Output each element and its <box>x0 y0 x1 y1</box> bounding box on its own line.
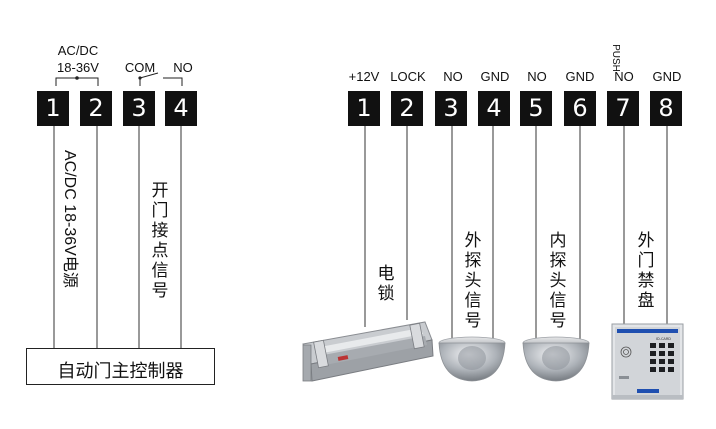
lock-text: 电 锁 <box>376 264 396 304</box>
access-char-4: 盘 <box>637 291 655 310</box>
right-terminal-2: 2 <box>391 91 423 126</box>
right-label-3: NO <box>443 69 463 84</box>
inner-sensor-device <box>522 336 590 382</box>
outer-sensor-text: 外 探 头 信 号 <box>463 231 483 331</box>
outer-sensor-char-2: 探 <box>464 251 482 270</box>
left-terminal-4: 4 <box>165 91 197 126</box>
outer-sensor-device <box>438 336 506 382</box>
controller-label: 自动门主控制器 <box>57 361 184 381</box>
right-terminal-4: 4 <box>478 91 510 126</box>
right-terminal-1: 1 <box>348 91 380 126</box>
access-char-2: 门 <box>637 251 655 270</box>
door-signal-char-6: 号 <box>151 281 169 300</box>
inner-sensor-char-5: 号 <box>549 311 567 330</box>
inner-sensor-char-2: 探 <box>549 251 567 270</box>
inner-sensor-char-3: 头 <box>549 271 567 290</box>
right-label-8: GND <box>652 69 682 84</box>
right-label-5: NO <box>527 69 547 84</box>
right-label-2: LOCK <box>390 69 426 84</box>
right-terminal-8: 8 <box>650 91 682 126</box>
outer-sensor-char-4: 信 <box>464 291 482 310</box>
access-char-1: 外 <box>637 231 655 250</box>
access-char-3: 禁 <box>637 271 655 290</box>
door-signal-char-4: 点 <box>151 241 169 260</box>
door-signal-char-3: 接 <box>151 221 169 240</box>
right-label-4: GND <box>480 69 510 84</box>
inner-sensor-char-4: 信 <box>549 291 567 310</box>
left-terminal-1: 1 <box>37 91 69 126</box>
left-terminal-3: 3 <box>123 91 155 126</box>
outer-sensor-char-1: 外 <box>464 231 482 250</box>
right-label-6: GND <box>565 69 595 84</box>
com-label: COM <box>124 60 156 75</box>
right-terminal-5: 5 <box>520 91 552 126</box>
access-control-text: 外 门 禁 盘 <box>636 231 656 311</box>
door-signal-char-2: 门 <box>151 201 169 220</box>
access-control-keypad-device: ID-CARD <box>611 323 684 400</box>
power-label-line2: 18-36V <box>57 60 99 75</box>
door-signal-char-1: 开 <box>151 181 169 200</box>
inner-sensor-text: 内 探 头 信 号 <box>548 231 568 331</box>
no-label: NO <box>173 60 193 75</box>
power-label-line1: AC/DC <box>57 43 99 58</box>
power-supply-text: AC/DC 18-36V电源 <box>61 150 78 288</box>
svg-text:ID-CARD: ID-CARD <box>656 337 671 341</box>
outer-sensor-char-3: 头 <box>464 271 482 290</box>
right-label-7: NO <box>614 69 634 84</box>
outer-sensor-char-5: 号 <box>464 311 482 330</box>
inner-sensor-char-1: 内 <box>549 231 567 250</box>
lock-char-2: 锁 <box>377 284 395 303</box>
right-terminal-6: 6 <box>564 91 596 126</box>
controller-box: 自动门主控制器 <box>26 348 215 385</box>
electric-lock-device <box>302 321 434 382</box>
right-label-1: +12V <box>348 69 380 84</box>
right-terminal-7: 7 <box>607 91 639 126</box>
door-signal-text: 开 门 接 点 信 号 <box>150 181 170 301</box>
right-terminal-3: 3 <box>435 91 467 126</box>
lock-char-1: 电 <box>377 264 395 283</box>
left-terminal-2: 2 <box>80 91 112 126</box>
door-signal-char-5: 信 <box>151 261 169 280</box>
